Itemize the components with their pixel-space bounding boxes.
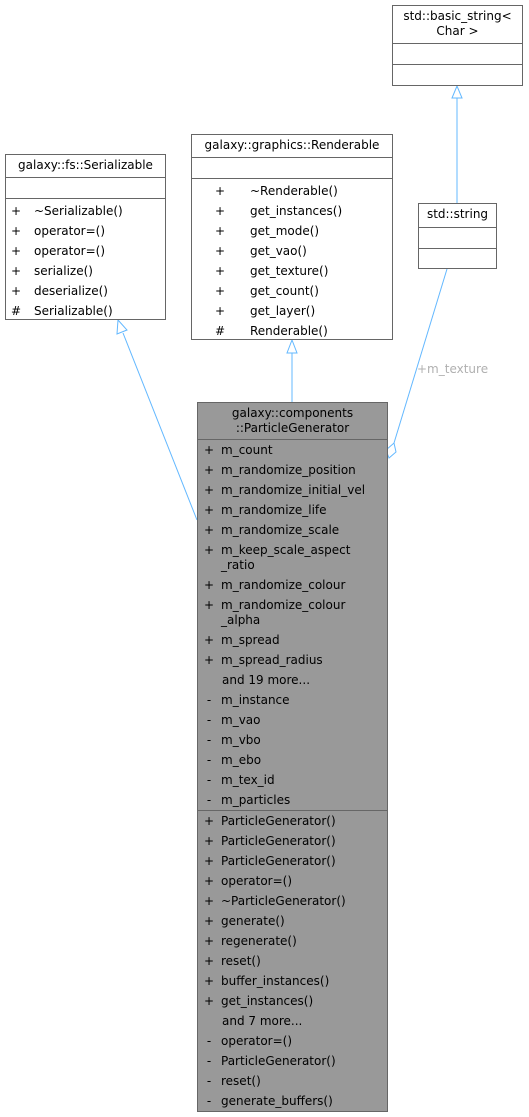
method-row: +serialize()	[10, 264, 93, 278]
class-title: std::string	[426, 207, 489, 221]
method-row: +regenerate()	[203, 934, 297, 948]
attribute-row: -m_vao	[206, 713, 261, 727]
method-row: +get_instances()	[203, 994, 314, 1008]
attribute-row: +m_randomize_life	[203, 503, 327, 517]
method-row: +ParticleGenerator()	[203, 814, 336, 828]
method-row: +~ParticleGenerator()	[203, 894, 346, 908]
methods-section	[419, 248, 496, 269]
methods-section: +~Serializable() +operator=() +operator=…	[6, 198, 165, 321]
attribute-row: -m_ebo	[206, 753, 262, 767]
attribute-row: +m_randomize_initial_vel	[203, 483, 366, 497]
method-row: #Renderable()	[214, 324, 328, 338]
method-row: +ParticleGenerator()	[203, 854, 336, 868]
method-row: +reset()	[203, 954, 261, 968]
attribute-row: +m_randomize_position	[203, 463, 356, 477]
class-basic-string[interactable]: std::basic_string< Char >	[392, 5, 523, 86]
method-row: +deserialize()	[10, 284, 108, 298]
attributes-section	[192, 157, 392, 178]
more-attributes: and 19 more...	[222, 673, 311, 687]
method-row: +get_mode()	[214, 224, 320, 238]
attribute-row: +m_spread	[203, 633, 280, 647]
method-row: +get_count()	[214, 284, 319, 298]
attribute-row: +m_keep_scale_aspect_ratio	[203, 543, 351, 572]
method-row: +get_instances()	[214, 204, 343, 218]
attributes-section	[6, 177, 165, 198]
more-methods: and 7 more...	[222, 1014, 303, 1028]
edge-label-m-texture: +m_texture	[417, 362, 489, 376]
methods-section: +~Renderable() +get_instances() +get_mod…	[192, 178, 392, 341]
method-row: -operator=()	[206, 1034, 293, 1048]
class-title: galaxy::graphics::Renderable	[204, 138, 380, 152]
method-row: -generate_buffers()	[206, 1094, 333, 1108]
method-row: -ParticleGenerator()	[206, 1054, 336, 1068]
methods-section	[393, 64, 522, 85]
method-row: +get_vao()	[214, 244, 307, 258]
attribute-row: +m_randomize_colour_alpha	[203, 598, 346, 627]
class-renderable[interactable]: galaxy::graphics::Renderable +~Renderabl…	[191, 134, 393, 340]
method-row: +get_texture()	[214, 264, 329, 278]
attribute-row: +m_count	[203, 443, 273, 457]
inheritance-arrow-basic-string	[451, 84, 463, 99]
class-particle-generator[interactable]: galaxy::components ::ParticleGenerator +…	[197, 402, 388, 1112]
attribute-row: +m_randomize_scale	[203, 523, 340, 537]
attribute-row: -m_vbo	[206, 733, 261, 747]
method-row: +buffer_instances()	[203, 974, 330, 988]
method-row: -reset()	[206, 1074, 261, 1088]
class-serializable[interactable]: galaxy::fs::Serializable +~Serializable(…	[5, 154, 166, 320]
method-row: +~Renderable()	[214, 184, 338, 198]
attributes-section: +m_count +m_randomize_position +m_random…	[198, 439, 387, 810]
attribute-row: +m_randomize_colour	[203, 578, 346, 592]
attribute-row: +m_spread_radius	[203, 653, 323, 667]
attribute-row: -m_particles	[206, 793, 291, 807]
attributes-section	[393, 43, 522, 64]
inheritance-arrow-serializable	[116, 318, 128, 335]
class-title: std::basic_string< Char >	[403, 9, 512, 38]
edge-particle-to-serializable	[122, 332, 198, 521]
method-row: +operator=()	[203, 874, 293, 888]
method-row: +~Serializable()	[10, 204, 123, 218]
attribute-row: -m_instance	[206, 693, 290, 707]
class-title: galaxy::components ::ParticleGenerator	[231, 406, 354, 435]
edge-string-aggregation	[393, 268, 448, 444]
method-row: #Serializable()	[10, 304, 113, 318]
method-row: +ParticleGenerator()	[203, 834, 336, 848]
method-row: +get_layer()	[214, 304, 316, 318]
methods-section: +ParticleGenerator() +ParticleGenerator(…	[198, 810, 387, 1111]
method-row: +generate()	[203, 914, 285, 928]
inheritance-arrow-renderable	[286, 338, 298, 354]
class-std-string[interactable]: std::string	[418, 203, 497, 269]
attributes-section	[419, 227, 496, 248]
method-row: +operator=()	[10, 244, 106, 258]
method-row: +operator=()	[10, 224, 106, 238]
attribute-row: -m_tex_id	[206, 773, 275, 787]
class-title: galaxy::fs::Serializable	[18, 158, 153, 172]
